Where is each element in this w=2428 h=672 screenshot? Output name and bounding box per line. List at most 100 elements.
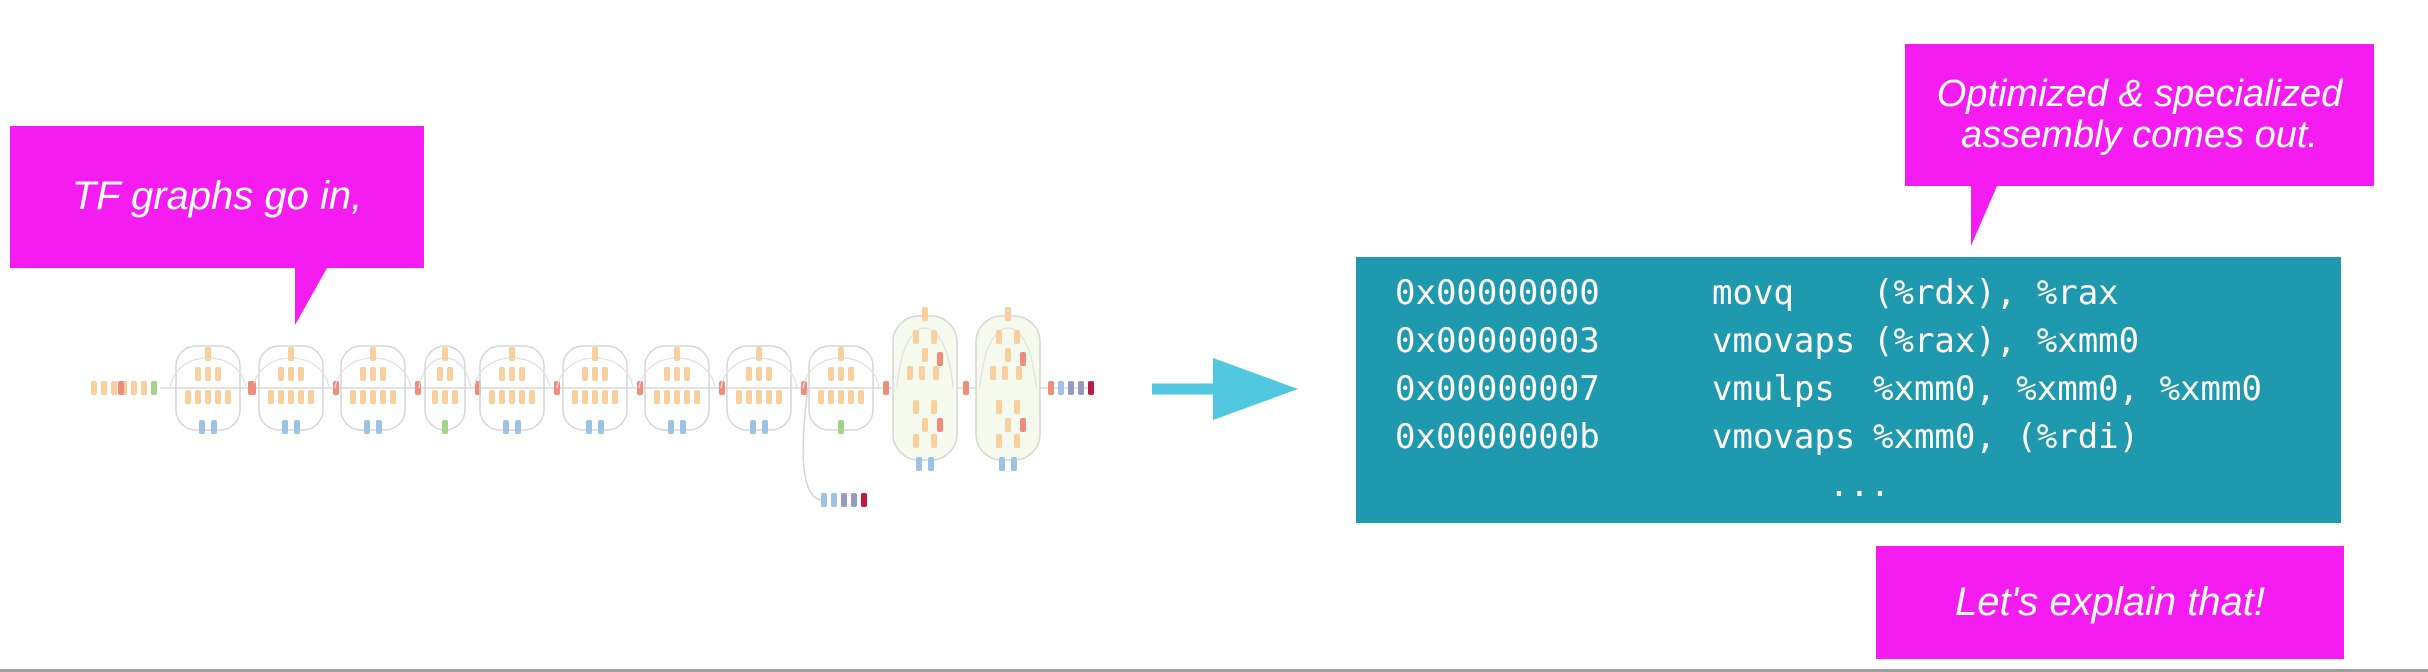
op-node: [913, 400, 919, 414]
op-node: [350, 390, 356, 404]
op-node: [1014, 434, 1020, 448]
output-node: [1068, 381, 1074, 395]
output-node: [1078, 381, 1084, 395]
op-node: [380, 390, 386, 404]
code-ellipsis: ...: [1828, 465, 1891, 505]
op-node: [185, 390, 191, 404]
op-node: [922, 348, 928, 362]
concat-node: [637, 381, 643, 395]
op-node: [602, 390, 608, 404]
output-node: [821, 493, 827, 507]
op-node: [1014, 400, 1020, 414]
op-node: [390, 390, 396, 404]
callout-explain: Let's explain that!: [1876, 546, 2344, 659]
op-node: [437, 367, 443, 381]
input-node: [91, 381, 97, 395]
op-node: [828, 390, 834, 404]
op-node: [746, 367, 752, 381]
op-node: [519, 367, 525, 381]
variable-node: [1011, 457, 1017, 471]
op-node: [288, 367, 294, 381]
op-node: [684, 390, 690, 404]
op-node: [380, 367, 386, 381]
op-node: [582, 367, 588, 381]
op-node: [818, 390, 824, 404]
variable-node: [586, 420, 592, 434]
op-node: [432, 390, 438, 404]
op-node: [828, 367, 834, 381]
graph-cluster: [340, 345, 406, 431]
concat-node: [937, 418, 943, 432]
variable-node: [376, 420, 382, 434]
code-operands: %xmm0, (%rdi): [1873, 417, 2140, 457]
callout-input-text: TF graphs go in,: [71, 174, 363, 219]
graph-cluster: [175, 345, 241, 431]
op-node: [602, 367, 608, 381]
variable-node: [364, 420, 370, 434]
code-mnemonic: vmulps: [1712, 369, 1835, 409]
input-node: [101, 381, 107, 395]
op-node: [1005, 418, 1011, 432]
op-node: [489, 390, 495, 404]
op-node: [215, 367, 221, 381]
concat-node: [118, 381, 124, 395]
graph-cluster-wide: [975, 315, 1041, 461]
op-node: [664, 390, 670, 404]
op-node: [370, 390, 376, 404]
variable-node: [503, 420, 509, 434]
op-node: [592, 390, 598, 404]
output-node: [1048, 381, 1054, 395]
variable-node: [762, 420, 768, 434]
graph-cluster-wide: [892, 315, 958, 461]
op-node: [913, 330, 919, 344]
input-node: [151, 381, 157, 395]
op-node: [205, 390, 211, 404]
op-node: [195, 390, 201, 404]
callout-output-pointer: [1971, 186, 1997, 246]
variable-node: [668, 420, 674, 434]
op-node: [1016, 366, 1022, 380]
concat-node: [801, 381, 807, 395]
op-node: [848, 367, 854, 381]
output-node: [1058, 381, 1064, 395]
graph-edge: [896, 327, 954, 389]
op-node: [519, 390, 525, 404]
callout-input: TF graphs go in,: [10, 126, 424, 325]
op-node: [509, 347, 515, 361]
op-node: [766, 367, 772, 381]
op-node: [684, 367, 690, 381]
op-node: [582, 390, 588, 404]
code-mnemonic: vmovaps: [1712, 321, 1856, 361]
input-node: [141, 381, 147, 395]
output-node: [831, 493, 837, 507]
op-node: [746, 390, 752, 404]
code-address: 0x00000000: [1395, 273, 1600, 313]
callout-output-text: Optimized & specialized assembly comes o…: [1936, 72, 2343, 156]
op-node: [694, 390, 700, 404]
bottom-divider: [0, 669, 2428, 672]
op-node: [205, 367, 211, 381]
code-address: 0x00000003: [1395, 321, 1600, 361]
variable-node: [750, 420, 756, 434]
graph-edge: [802, 387, 823, 501]
op-node: [572, 390, 578, 404]
variable-node: [294, 420, 300, 434]
op-node: [933, 366, 939, 380]
op-node: [360, 367, 366, 381]
graph-cluster: [726, 345, 792, 431]
variable-node: [282, 420, 288, 434]
op-node: [308, 390, 314, 404]
init-node: [442, 420, 448, 434]
code-address: 0x00000007: [1395, 369, 1600, 409]
op-node: [756, 347, 762, 361]
op-node: [919, 366, 925, 380]
op-node: [907, 366, 913, 380]
op-node: [990, 366, 996, 380]
op-node: [1005, 348, 1011, 362]
op-node: [370, 367, 376, 381]
op-node: [922, 307, 928, 321]
op-node: [360, 390, 366, 404]
op-node: [268, 390, 274, 404]
